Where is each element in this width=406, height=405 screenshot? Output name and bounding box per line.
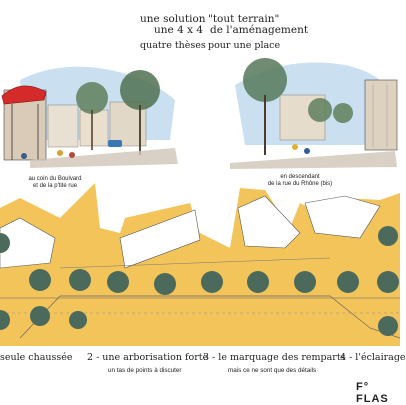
thesis-2-note: un tas de points à discuter (108, 367, 182, 374)
caption-right-line1: en descendant (280, 174, 320, 180)
subtitle-pour-une-place: pour une place (208, 40, 281, 51)
street-sketch-left (1, 66, 178, 168)
header-solution: une solution (140, 13, 206, 25)
caption-right-line2: de la rue du Rhône (bis) (267, 181, 333, 187)
thesis-2-label: 2 - une arborisation forte (87, 352, 209, 363)
thesis-1-label: seule chaussée (0, 352, 73, 363)
thesis-3-note: mais ce ne sont que des détails (228, 367, 317, 374)
brand-mark: F° FLAS (356, 381, 389, 405)
plaza-plan (0, 183, 401, 346)
header-tout-terrain: "tout terrain" (208, 13, 280, 25)
subtitle-quatre-theses: quatre thèses (140, 40, 206, 51)
header-4x4: une 4 x 4 (154, 24, 204, 36)
caption-left-line2: et de la p'tite rue (32, 183, 78, 189)
header-amenagement: de l'aménagement (210, 24, 309, 36)
street-sketch-right (230, 58, 398, 169)
caption-left-line1: au coin du Boulvard (28, 176, 82, 182)
thesis-4-label: 4 - l'éclairage (340, 352, 406, 363)
thesis-3-label: 3 - le marquage des remparts (203, 352, 346, 363)
